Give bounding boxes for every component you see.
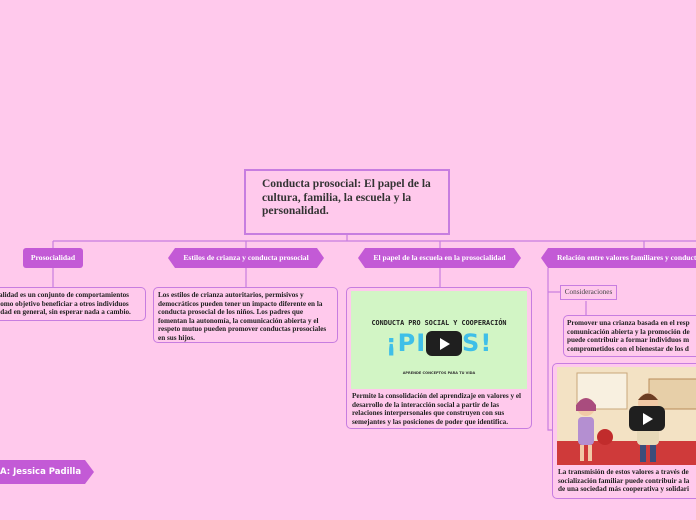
topic-valores-familiares[interactable]: Relación entre valores familiares y cond…	[541, 248, 696, 268]
topic-prosocialidad[interactable]: Prosocialidad	[23, 248, 83, 268]
play-icon[interactable]	[426, 331, 462, 356]
valores-video-card: La transmisión de estos valores a través…	[552, 363, 696, 499]
author-tag: A: Jessica Padilla	[0, 460, 94, 484]
estilos-crianza-text: Los estilos de crianza autoritarios, per…	[153, 287, 338, 343]
central-topic[interactable]: Conducta prosocial: El papel de la cultu…	[244, 169, 450, 235]
papel-escuela-card: CONDUCTA PRO SOCIAL Y COOPERACIÓN ¡PILAS…	[346, 287, 532, 429]
video-thumbnail-2[interactable]	[557, 367, 696, 465]
pilas-subtitle: APRENDE CONCEPTOS PARA TU VIDA	[402, 371, 476, 375]
topic-papel-escuela[interactable]: El papel de la escuela en la prosocialid…	[358, 248, 521, 268]
topic-estilos-crianza[interactable]: Estilos de crianza y conducta prosocial	[168, 248, 324, 268]
central-topic-title: Conducta prosocial: El papel de la cultu…	[262, 178, 431, 217]
papel-escuela-text: Permite la consolidación del aprendizaje…	[352, 392, 522, 426]
video-thumbnail[interactable]: CONDUCTA PRO SOCIAL Y COOPERACIÓN ¡PILAS…	[351, 291, 527, 389]
valores-transmision-text: La transmisión de estos valores a través…	[558, 468, 690, 494]
cartoon-family-illustration	[557, 367, 696, 465]
play-icon-2[interactable]	[629, 406, 665, 431]
consideraciones-label[interactable]: Consideraciones	[560, 285, 617, 300]
video-title: CONDUCTA PRO SOCIAL Y COOPERACIÓN	[371, 319, 507, 327]
prosocialidad-text: ialidad es un conjunto de comportamiento…	[0, 287, 146, 321]
valores-crianza-text: Promover una crianza basada en el resp c…	[563, 315, 696, 357]
